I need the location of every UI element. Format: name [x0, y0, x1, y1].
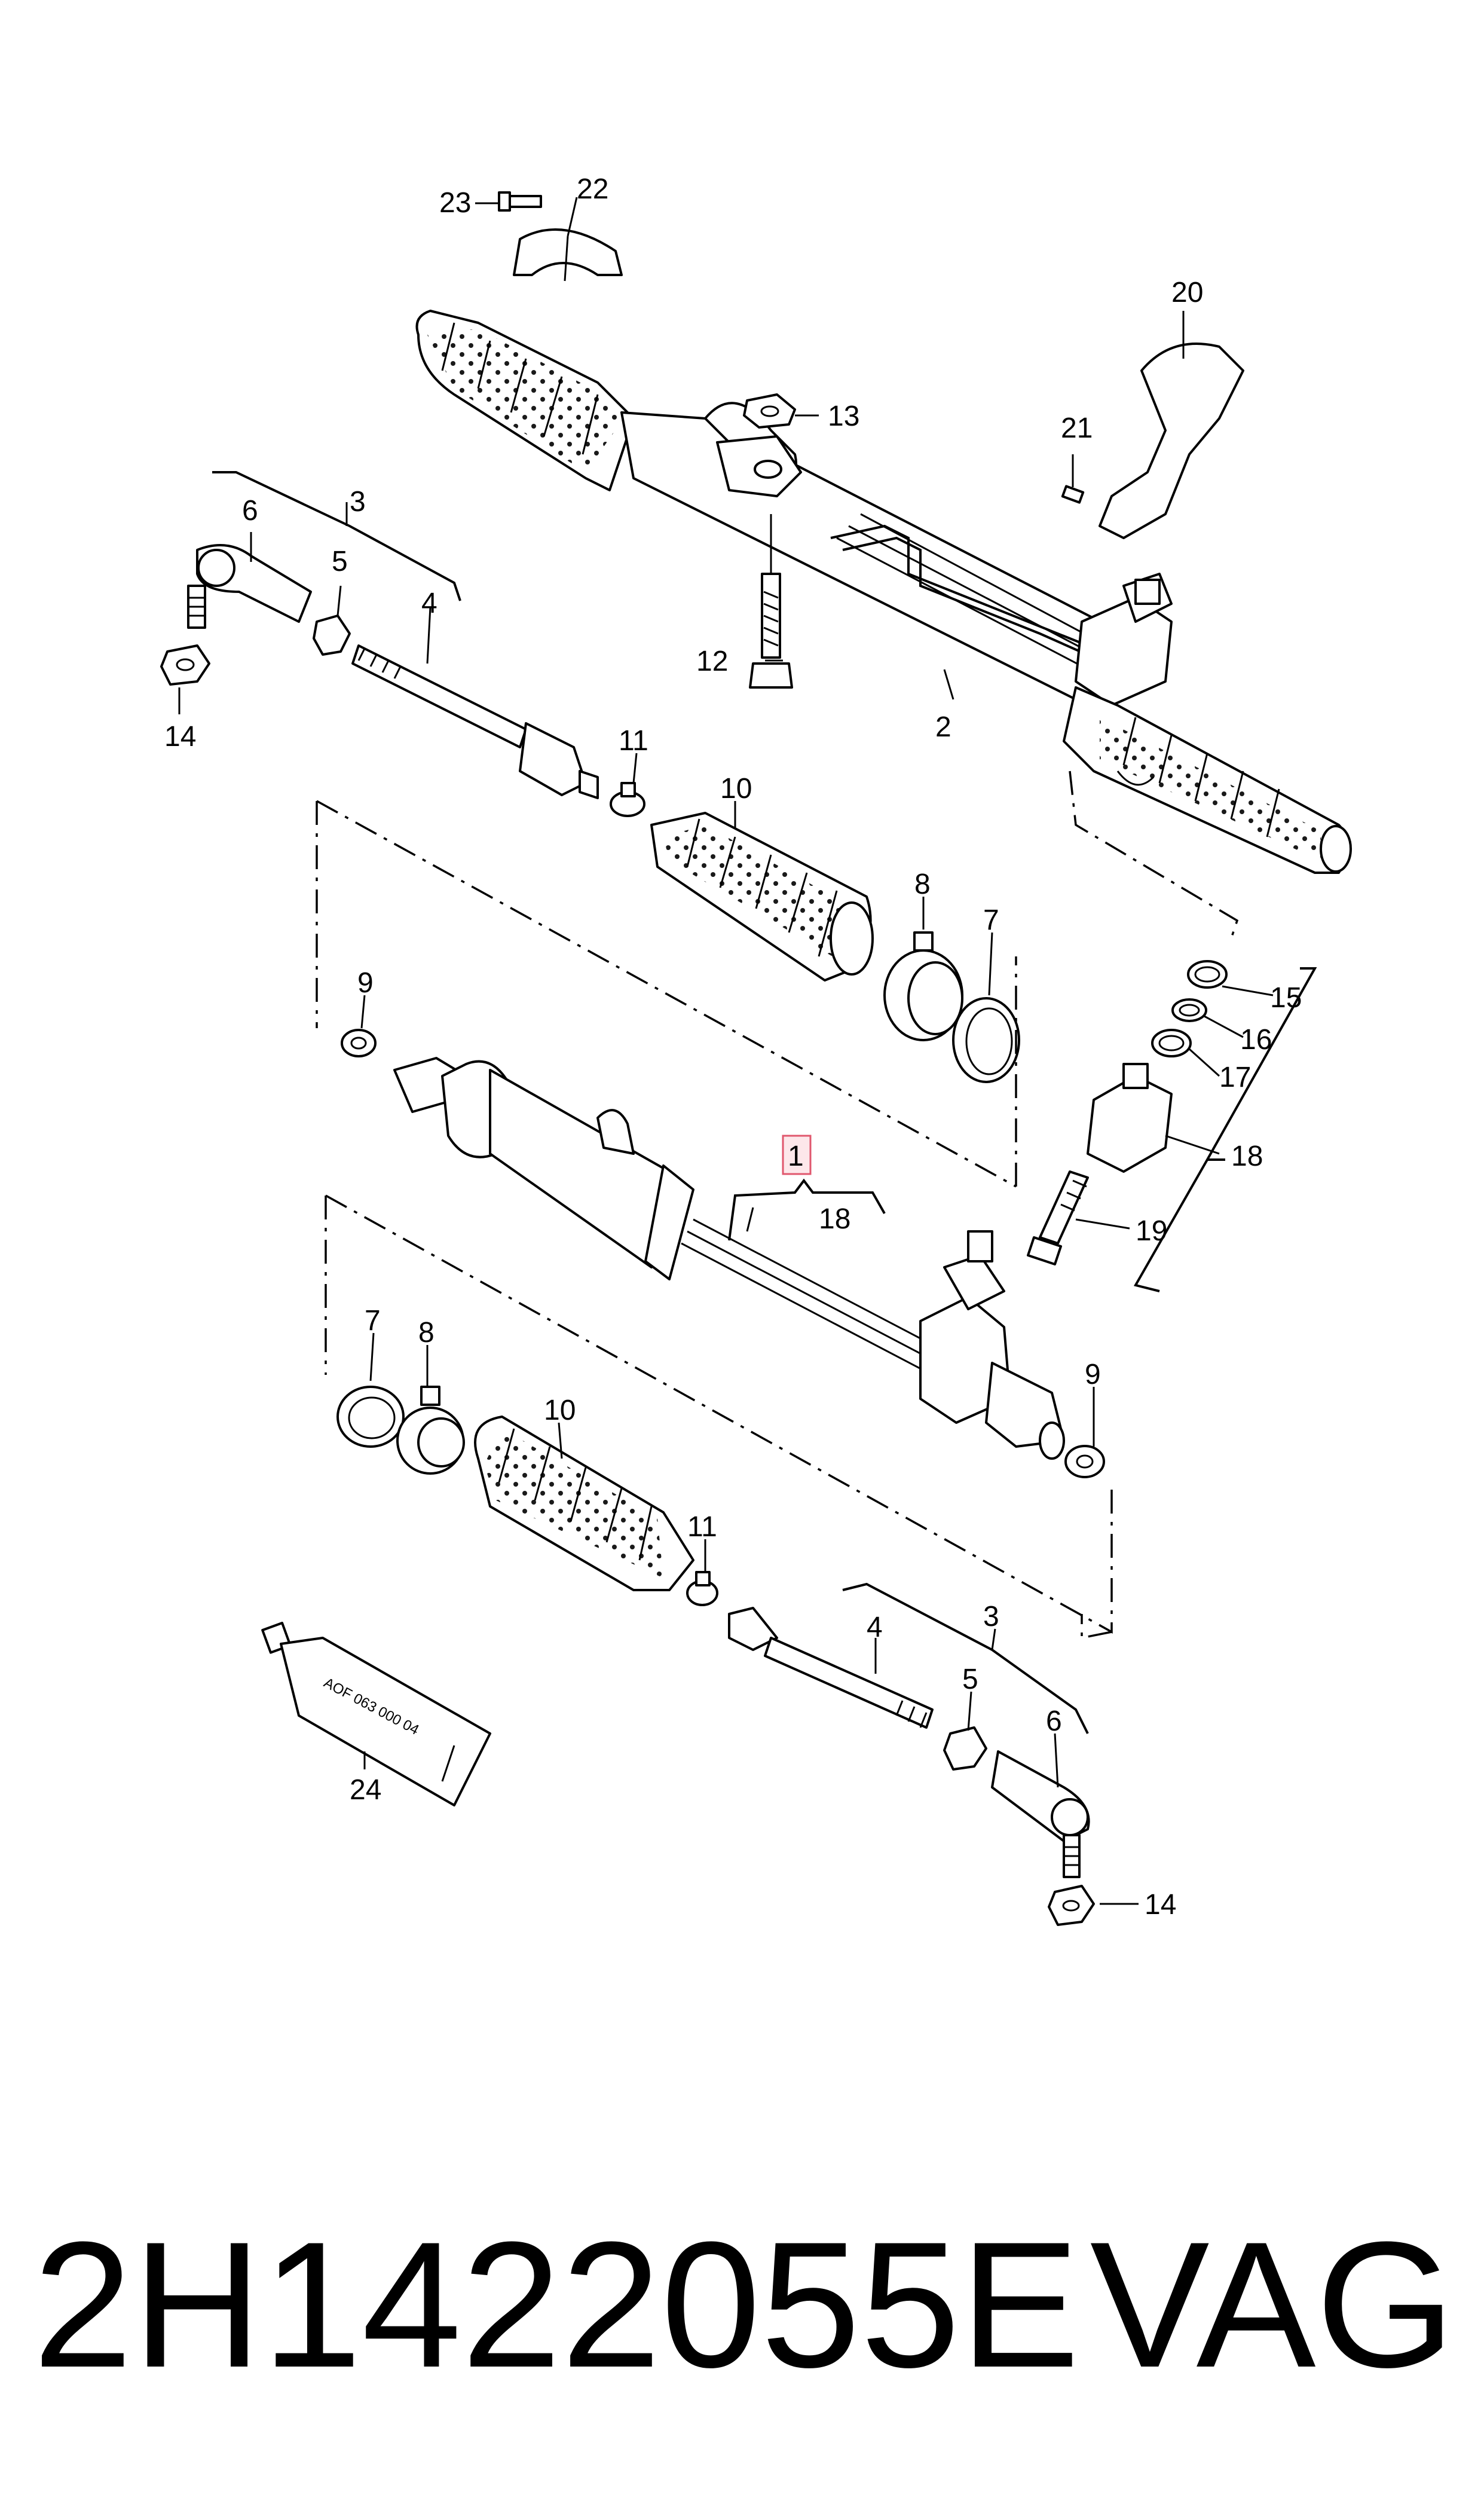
callout-20[interactable]: 20 [1171, 277, 1203, 308]
callout-labels: 1 2 3 3 4 4 5 5 6 6 7 7 8 8 9 9 10 10 11… [164, 173, 1302, 1921]
callout-18-group[interactable]: 18 [1231, 1141, 1263, 1172]
washer-9-left [341, 1029, 377, 1057]
clamp-11-lower [686, 1571, 718, 1606]
callout-7-lower[interactable]: 7 [365, 1305, 381, 1337]
callout-3-lower[interactable]: 3 [983, 1601, 999, 1633]
exploded-parts-diagram: AOF 063 000 04 [160, 173, 1352, 1926]
nut-13 [743, 393, 819, 429]
callout-12[interactable]: 12 [696, 646, 728, 677]
callout-9-right[interactable]: 9 [1085, 1359, 1101, 1390]
washer-9-right [1064, 1445, 1105, 1478]
callout-13[interactable]: 13 [828, 401, 859, 432]
boot-10-upper [650, 812, 874, 982]
clamp-22 [513, 197, 623, 282]
clamp-8-lower [396, 1386, 465, 1475]
guide-lines [178, 471, 1317, 1905]
callout-8-upper[interactable]: 8 [914, 869, 931, 900]
callout-14-lower[interactable]: 14 [1145, 1889, 1176, 1921]
seal-17 [1151, 1029, 1192, 1057]
tie-rod-end-lower-right [991, 1750, 1090, 1878]
oring-7-upper [952, 997, 1020, 1083]
valve-body-18 [1087, 1063, 1173, 1173]
screw-21 [1061, 454, 1085, 504]
nut-14-lower [1048, 1885, 1095, 1926]
callout-18-rack[interactable]: 18 [819, 1203, 850, 1235]
callout-11-upper[interactable]: 11 [619, 725, 648, 757]
seal-15 [1187, 960, 1228, 989]
bolt-12 [749, 514, 793, 689]
inner-tie-rod-4-lower [728, 1607, 934, 1729]
brand-name: VAG [1090, 2204, 1455, 2405]
steering-rack-upper [415, 310, 1352, 874]
callout-8-lower[interactable]: 8 [418, 1317, 435, 1349]
footer: 2H1422055E VAG [33, 2206, 1455, 2403]
callout-14-upper[interactable]: 14 [164, 721, 196, 753]
callout-4-lower[interactable]: 4 [867, 1612, 883, 1643]
callout-16[interactable]: 16 [1240, 1024, 1272, 1056]
oring-7-lower [336, 1386, 405, 1448]
callout-11-lower[interactable]: 11 [687, 1511, 717, 1543]
nut-14-upper [160, 644, 210, 686]
callout-7-upper[interactable]: 7 [983, 904, 999, 936]
selected-part-highlight [782, 1135, 812, 1175]
grease-tube-24: AOF 063 000 04 [261, 1622, 491, 1806]
seal-16 [1171, 998, 1207, 1022]
callout-24[interactable]: 24 [350, 1774, 381, 1806]
steering-rack-unit-1 [393, 1057, 1065, 1460]
callout-19[interactable]: 19 [1136, 1215, 1167, 1247]
tie-rod-end-upper-left [187, 544, 312, 629]
inner-tie-rod-4-upper [351, 644, 599, 799]
callout-2[interactable]: 2 [935, 711, 951, 743]
callout-10-lower[interactable]: 10 [544, 1395, 576, 1426]
callout-4-upper[interactable]: 4 [421, 588, 437, 619]
bolt-19 [1027, 1170, 1089, 1265]
callout-6-lower[interactable]: 6 [1046, 1705, 1062, 1737]
clamp-8-upper [883, 931, 963, 1041]
part-number: 2H1422055E [33, 2204, 1080, 2405]
bracket-20 [1099, 311, 1244, 539]
callout-23[interactable]: 23 [439, 187, 471, 219]
boot-10-lower [474, 1416, 694, 1591]
callout-3-upper[interactable]: 3 [350, 486, 366, 518]
callout-1[interactable]: 1 [788, 1141, 804, 1172]
callout-9-left[interactable]: 9 [357, 967, 374, 999]
callout-21[interactable]: 21 [1061, 412, 1093, 444]
callout-22[interactable]: 22 [577, 173, 608, 205]
callout-10-upper[interactable]: 10 [720, 773, 752, 805]
nut-5-lower [943, 1726, 987, 1771]
callout-17[interactable]: 17 [1219, 1062, 1251, 1093]
clamp-11-upper [610, 782, 645, 817]
callout-6-upper[interactable]: 6 [242, 495, 258, 527]
nut-5-upper [313, 615, 351, 656]
callout-5-upper[interactable]: 5 [332, 546, 348, 577]
callout-15[interactable]: 15 [1270, 982, 1302, 1014]
callout-5-lower[interactable]: 5 [962, 1664, 978, 1695]
bolt-23 [475, 191, 542, 212]
